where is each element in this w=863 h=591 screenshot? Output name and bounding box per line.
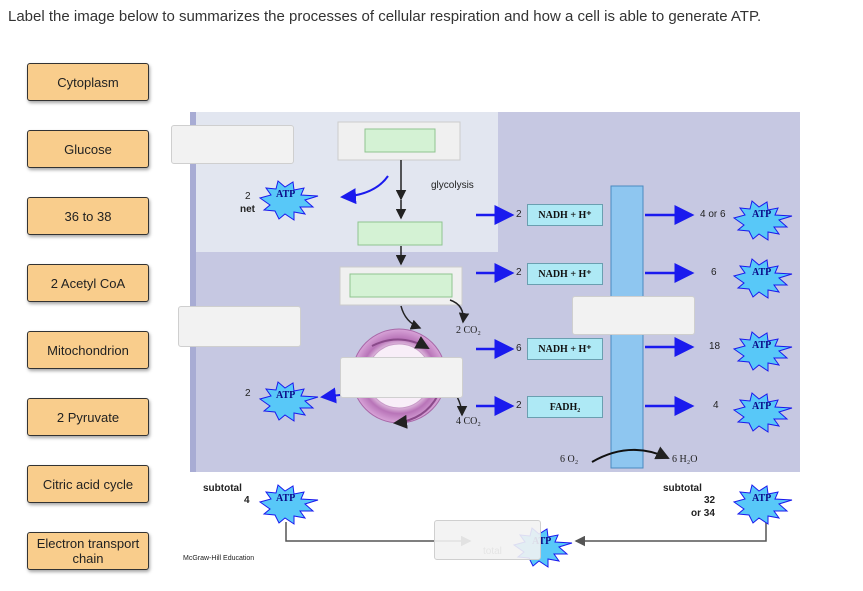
cycle-atp-count: 2 [245, 388, 251, 399]
label-chip-glucose[interactable]: Glucose [27, 130, 149, 168]
nadh-count: 6 [516, 343, 522, 354]
subtotal-right-label: subtotal [663, 483, 702, 494]
fadh2-box: FADH₂ [527, 396, 603, 418]
subtotal-right-alt: or 34 [691, 508, 715, 519]
label-chip-cytoplasm[interactable]: Cytoplasm [27, 63, 149, 101]
drop-zone-2[interactable] [178, 306, 301, 347]
net-label: net [240, 204, 255, 215]
label-chip-2-acetyl-coa[interactable]: 2 Acetyl CoA [27, 264, 149, 302]
subtotal-left-label: subtotal [203, 483, 242, 494]
atp-yield-18: 18 [709, 341, 721, 352]
label-chip-36-to-38[interactable]: 36 to 38 [27, 197, 149, 235]
instruction-text: Label the image below to summarizes the … [8, 8, 762, 25]
fadh2-count: 2 [516, 400, 522, 411]
atp-star-subtotal-left [258, 484, 319, 525]
atp-star-etc-1 [732, 200, 793, 241]
drop-zone-3[interactable] [340, 357, 463, 398]
atp-star-glycolysis [258, 180, 319, 221]
atp-label: ATP [276, 189, 296, 200]
nadh-count: 2 [516, 209, 522, 220]
atp-star-etc-2 [732, 258, 793, 299]
atp-label: ATP [532, 536, 552, 547]
atp-label: ATP [752, 493, 772, 504]
co2-4-label: 4 CO₂ [456, 416, 481, 427]
nadh-box: NADH + H⁺ [527, 338, 603, 360]
atp-label: ATP [276, 493, 296, 504]
glycolysis-label: glycolysis [431, 180, 474, 191]
label-chip-electron-transport-chain[interactable]: Electron transport chain [27, 532, 149, 570]
h2o-label: 6 H₂O [672, 454, 698, 465]
atp-star-etc-3 [732, 331, 793, 372]
atp-star-cycle [258, 381, 319, 422]
drop-zone-1[interactable] [171, 125, 294, 164]
atp-yield-4: 4 [713, 400, 719, 411]
atp-star-etc-4 [732, 392, 793, 433]
drop-zone-4[interactable] [572, 296, 695, 335]
atp-label: ATP [752, 209, 772, 220]
atp-star-subtotal-right [732, 484, 793, 525]
drop-zone-5[interactable] [434, 520, 541, 560]
nadh-box: NADH + H⁺ [527, 263, 603, 285]
label-chip-mitochondrion[interactable]: Mitochondrion [27, 331, 149, 369]
atp-label: ATP [752, 340, 772, 351]
atp-yield-6: 6 [711, 267, 717, 278]
atp-label: ATP [752, 267, 772, 278]
o2-label: 6 O₂ [560, 454, 579, 465]
nadh-count: 2 [516, 267, 522, 278]
co2-2-label: 2 CO₂ [456, 325, 481, 336]
subtotal-left-value: 4 [244, 495, 250, 506]
publisher-credit: McGraw-Hill Education [183, 555, 255, 562]
label-chip-2-pyruvate[interactable]: 2 Pyruvate [27, 398, 149, 436]
nadh-box: NADH + H⁺ [527, 204, 603, 226]
net-count: 2 [245, 191, 251, 202]
label-chip-citric-acid-cycle[interactable]: Citric acid cycle [27, 465, 149, 503]
atp-label: ATP [752, 401, 772, 412]
subtotal-right-value: 32 [704, 495, 716, 506]
atp-yield-4-or-6: 4 or 6 [700, 209, 726, 220]
atp-label: ATP [276, 390, 296, 401]
